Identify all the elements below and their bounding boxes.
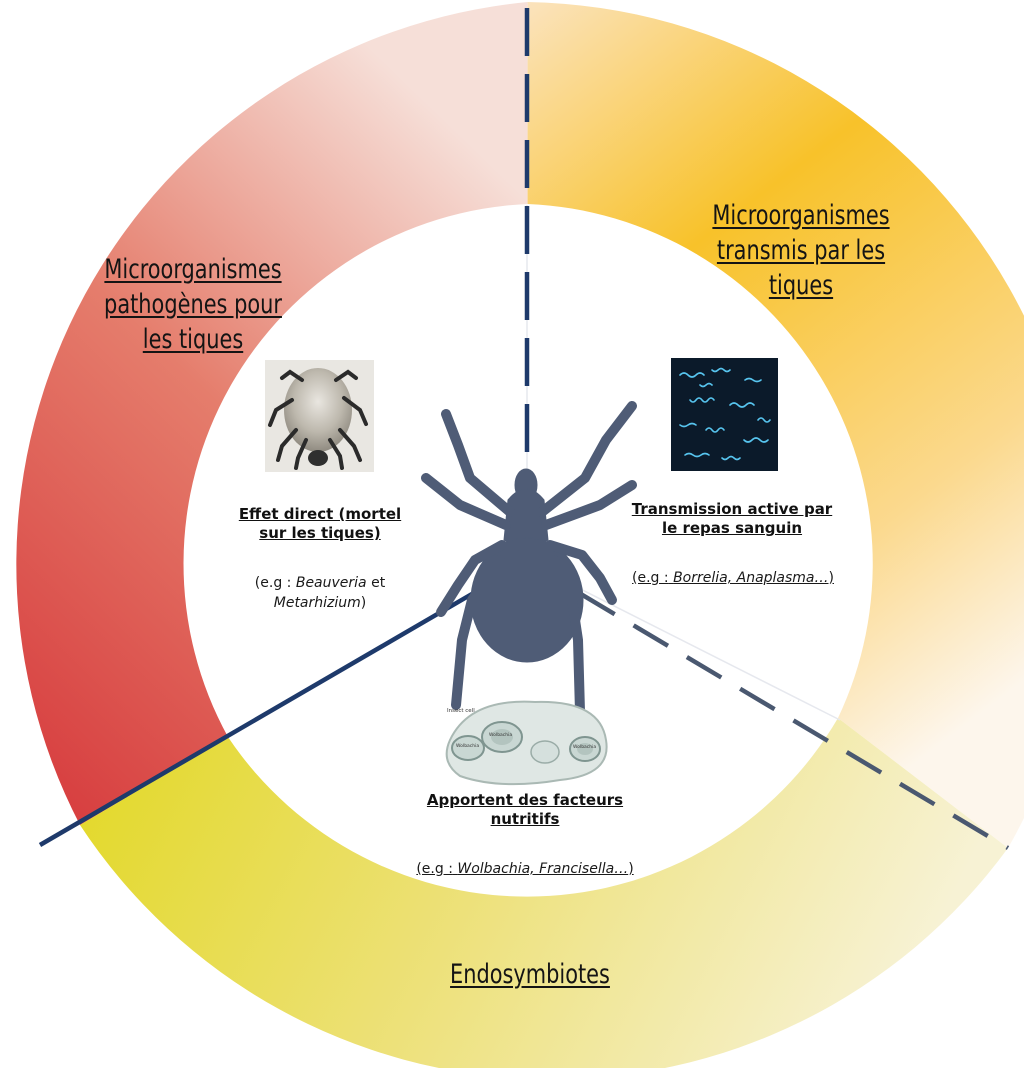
examples-pathogens: (e.g : Beauveria et Metarhizium)	[220, 573, 420, 613]
image-label-wolbachia: Wolbachia	[573, 744, 596, 750]
role-active-transmission: Transmission active par le repas sanguin	[612, 500, 852, 538]
examples-line: (e.g : Beauveria et	[220, 573, 420, 593]
role-nutritional-factors: Apportent des facteurs nutritifs	[400, 791, 650, 829]
examples-line: Metarhizium)	[220, 593, 420, 613]
sector-title-line: pathogènes pour	[104, 289, 282, 320]
role-line: nutritifs	[490, 810, 560, 828]
example-genera: Wolbachia, Francisella…	[457, 861, 629, 877]
sector-title-pathogens: Microorganismes pathogènes pour les tiqu…	[94, 252, 292, 357]
example-genus: Metarhizium	[273, 595, 361, 611]
insect-cell-with-bacteria: Insect cell Wolbachia Wolbachia Wolbachi…	[445, 700, 608, 786]
role-line: Apportent des facteurs	[426, 791, 624, 809]
role-direct-effect: Effet direct (mortel sur les tiques)	[210, 505, 430, 543]
examples-prefix: (e.g :	[254, 575, 292, 591]
fungus-infected-tick-photo	[265, 360, 374, 472]
role-line: Transmission active par	[631, 500, 833, 518]
sector-title-line: transmis par les	[716, 235, 886, 266]
sector-title-line: tiques	[768, 270, 834, 301]
examples-conjunction: et	[371, 575, 386, 591]
ring-sector-transmitted	[527, 2, 1024, 848]
tick-silhouette-icon	[421, 401, 637, 717]
spirochete-micrograph	[671, 358, 778, 471]
ring-sector-pathogens	[16, 2, 528, 825]
sector-title-endosymbionts: Endosymbiotes	[435, 957, 624, 992]
role-line: Effet direct (mortel	[238, 505, 402, 523]
image-label-wolbachia: Wolbachia	[489, 732, 512, 738]
examples-suffix: )	[828, 570, 834, 586]
ring-sector-endosymbionts	[80, 718, 1008, 1068]
examples-suffix: )	[628, 861, 634, 877]
examples-prefix: (e.g :	[416, 861, 453, 877]
image-label-wolbachia: Wolbachia	[456, 743, 479, 749]
role-line: le repas sanguin	[661, 519, 803, 537]
role-line: sur les tiques)	[259, 524, 381, 542]
examples-prefix: (e.g :	[632, 570, 669, 586]
examples-suffix: )	[360, 595, 367, 611]
sector-title-transmitted: Microorganismes transmis par les tiques	[702, 198, 900, 303]
sector-title-line: les tiques	[142, 324, 244, 355]
image-label-insect-cell: Insect cell	[447, 708, 475, 714]
divider-lower-right-dashed	[525, 560, 1010, 850]
sector-title-line: Microorganismes	[712, 200, 890, 231]
example-genera: Borrelia, Anaplasma…	[673, 570, 829, 586]
sector-title-line: Microorganismes	[104, 254, 282, 285]
examples-endosymbionts: (e.g : Wolbachia, Francisella…)	[395, 859, 655, 879]
sector-title-line: Endosymbiotes	[450, 959, 610, 990]
example-genus: Beauveria	[295, 575, 367, 591]
examples-transmitted: (e.g : Borrelia, Anaplasma…)	[608, 568, 858, 588]
